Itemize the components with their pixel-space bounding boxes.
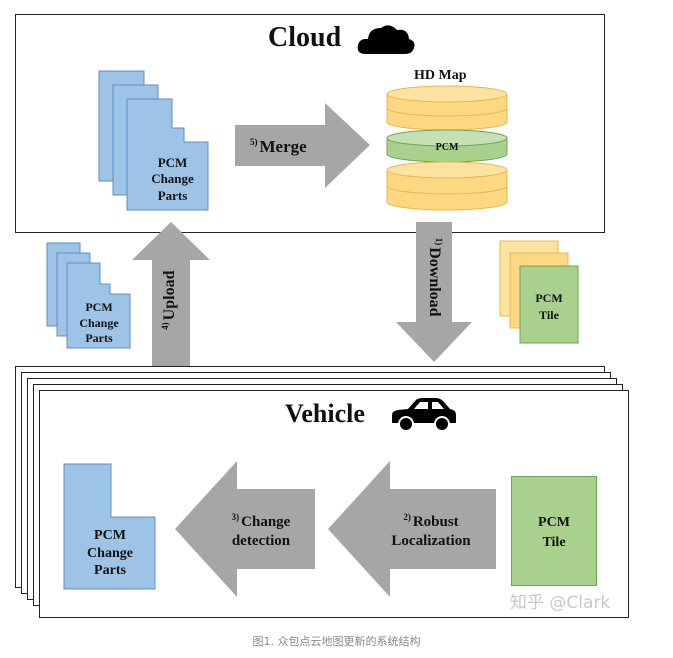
cloud-title: Cloud xyxy=(268,22,342,53)
side-pcm-tile-stack xyxy=(499,240,579,344)
arrow-label-text: detection xyxy=(231,532,291,549)
label-line: PCM xyxy=(538,515,570,530)
cloud-pcm-change-parts-stack xyxy=(98,70,209,211)
merge-arrow-label: 5)Merge xyxy=(250,136,307,157)
step-number: 4) xyxy=(159,322,170,330)
label-line: Tile xyxy=(542,534,566,550)
label-line: PCM xyxy=(535,291,563,305)
label-line: Parts xyxy=(157,187,188,203)
step-number: 5) xyxy=(250,137,258,148)
label-line: Change xyxy=(79,315,119,330)
vehicle-pcm-change-parts-icon xyxy=(63,463,156,590)
hd-map-database-icon xyxy=(386,85,508,211)
label-line: Tile xyxy=(539,307,559,322)
vehicle-pcm-change-parts-label: PCM Change Parts xyxy=(70,527,150,580)
hd-map-title: HD Map xyxy=(414,68,467,83)
side-pcm-tile-label: PCM Tile xyxy=(520,290,578,324)
robust-localization-arrow xyxy=(328,461,496,597)
vehicle-pcm-tile-label: PCM Tile xyxy=(511,513,597,552)
arrow-label-text: Upload xyxy=(161,270,179,321)
vehicle-pcm-tile-icon xyxy=(511,476,597,586)
merge-arrow xyxy=(235,103,370,188)
step-number: 1) xyxy=(434,237,445,246)
download-arrow-label: 1)Download xyxy=(424,217,444,337)
arrow-label-text: Localization xyxy=(391,532,471,549)
car-icon xyxy=(392,398,456,432)
label-line: Parts xyxy=(94,563,126,578)
side-pcm-change-parts-stack xyxy=(46,242,131,349)
robust-localization-label: 2)Robust Localization xyxy=(375,512,487,551)
step-number: 2) xyxy=(403,512,411,522)
figure-caption: 图1. 众包点云地图更新的系统结构 xyxy=(252,635,421,648)
vehicle-title: Vehicle xyxy=(285,399,365,428)
change-detection-arrow xyxy=(175,461,315,597)
label-line: PCM xyxy=(94,528,126,543)
label-line: PCM xyxy=(85,300,113,314)
upload-arrow xyxy=(132,222,210,368)
download-arrow xyxy=(396,222,472,362)
change-detection-label: 3)Change detection xyxy=(215,512,307,551)
label-line: Change xyxy=(151,171,194,187)
hd-map-pcm-layer-label: PCM xyxy=(435,142,459,153)
label-line: PCM xyxy=(157,155,188,170)
upload-arrow-label: 4)Upload xyxy=(160,240,180,360)
arrow-label-text: Download xyxy=(425,247,443,317)
label-line: Parts xyxy=(85,331,113,346)
arrow-label-text: Change xyxy=(241,514,291,530)
cloud-icon xyxy=(357,25,415,54)
side-pcm-change-parts-label: PCM Change Parts xyxy=(68,300,130,347)
arrow-label-text: Merge xyxy=(259,137,307,156)
step-number: 3) xyxy=(231,512,240,522)
arrow-label-text: Robust xyxy=(412,514,459,530)
label-line: Change xyxy=(87,545,133,561)
watermark: 知乎 @Clark xyxy=(510,593,611,613)
cloud-pcm-change-parts-label: PCM Change Parts xyxy=(135,155,210,204)
